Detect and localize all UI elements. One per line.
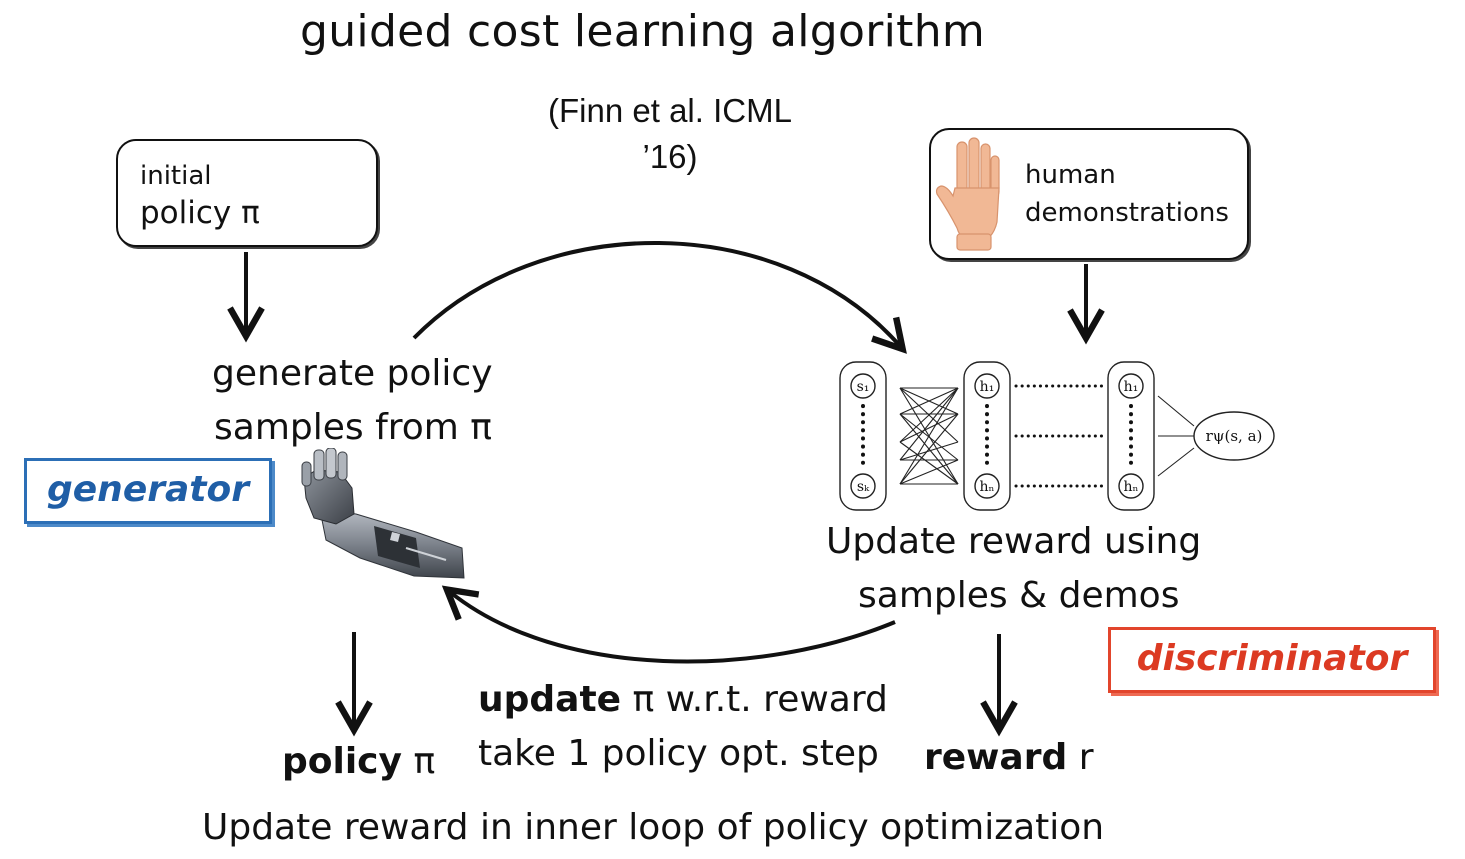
input-layer-column — [839, 361, 887, 511]
hidden-layer-1-column — [963, 361, 1011, 511]
generator-label: generator — [24, 458, 272, 524]
hidden-layer-2-column — [1107, 361, 1155, 511]
update-policy-rest: π w.r.t. reward — [621, 679, 888, 720]
hand-icon — [935, 137, 1000, 251]
human-demonstrations-line-2: demonstrations — [1025, 198, 1229, 228]
arrow-reward-to-policy — [441, 585, 896, 664]
citation-line-1: (Finn et al. ICML — [548, 92, 792, 129]
node-h1-a — [974, 373, 1000, 399]
node-hn-a — [974, 473, 1000, 499]
label-h1-b: h₁ — [1124, 379, 1139, 395]
arrow-samples-to-reward — [412, 241, 907, 354]
label-h1-a: h₁ — [980, 379, 995, 395]
update-reward-line-1: Update reward using — [826, 521, 1202, 562]
citation: (Finn et al. ICML ’16) — [490, 88, 850, 180]
policy-output-rest: π — [402, 741, 436, 782]
update-policy-line-1: update π w.r.t. reward — [478, 674, 888, 726]
label-sk: sₖ — [857, 479, 870, 495]
footer-caption: Update reward in inner loop of policy op… — [202, 807, 1105, 848]
reward-output: reward r — [924, 732, 1094, 784]
update-policy-bold: update — [478, 679, 622, 720]
node-s1 — [850, 373, 876, 399]
diagram-title: guided cost learning algorithm — [300, 6, 986, 57]
label-hn-b: hₙ — [1123, 479, 1138, 495]
generate-samples-line-2: samples from π — [214, 407, 492, 448]
reward-network-diagram: s₁ sₖ h₁ hₙ h₁ hₙ rψ(s, a) — [839, 361, 1275, 511]
node-h1-b — [1118, 373, 1144, 399]
label-reward-output: rψ(s, a) — [1206, 427, 1263, 445]
update-reward-line-2: samples & demos — [858, 575, 1180, 616]
citation-line-2: ’16) — [642, 138, 698, 175]
reward-output-bold: reward — [924, 737, 1068, 778]
update-policy-line-2: take 1 policy opt. step — [478, 733, 879, 774]
policy-output: policy π — [282, 736, 435, 788]
reward-output-rest: r — [1067, 737, 1094, 778]
label-s1: s₁ — [857, 379, 870, 395]
label-hn-a: hₙ — [979, 479, 994, 495]
node-sk — [850, 473, 876, 499]
generate-samples-line-1: generate policy — [212, 353, 493, 394]
initial-policy-line-1: initial — [140, 161, 212, 191]
initial-policy-line-2: policy π — [140, 195, 260, 231]
human-demonstrations-line-1: human — [1025, 160, 1116, 190]
discriminator-label: discriminator — [1108, 627, 1436, 693]
policy-output-bold: policy — [282, 741, 402, 782]
node-hn-b — [1118, 473, 1144, 499]
human-demonstrations-box: human demonstrations — [929, 128, 1249, 260]
robot-arm-image — [301, 448, 465, 579]
initial-policy-box: initial policy π — [116, 139, 378, 247]
